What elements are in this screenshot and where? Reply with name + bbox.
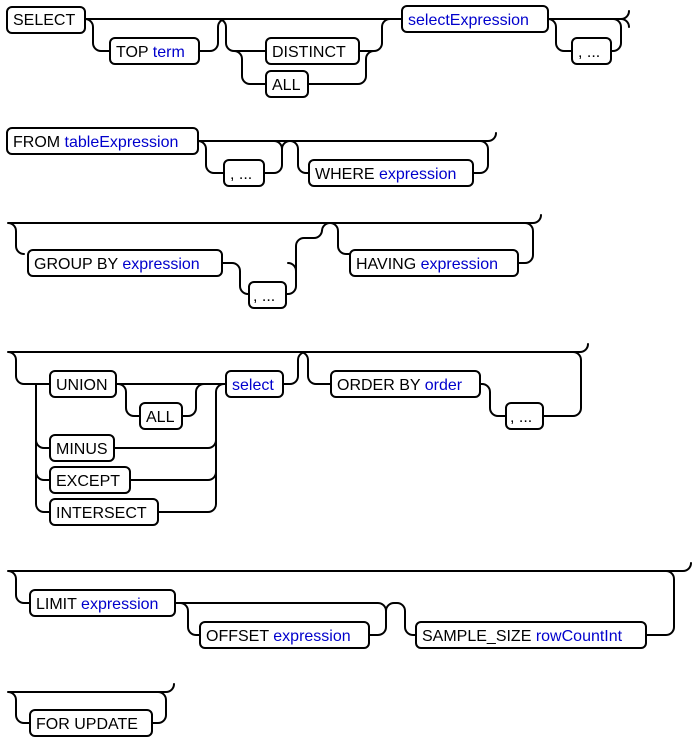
- where-expression-label: WHERE expression: [315, 166, 456, 183]
- from-table-expression-box: [6, 127, 199, 155]
- limit-expression-reference: expression: [81, 596, 158, 613]
- from-table-expression-label: FROM tableExpression: [13, 134, 178, 151]
- offset-expression-reference: expression: [273, 628, 350, 645]
- all-box: [265, 70, 309, 98]
- from-row-tracks: [197, 132, 497, 174]
- union-all-keyword: ALL: [146, 409, 175, 426]
- select-reference-box: [225, 370, 284, 398]
- select-expression-box: [401, 5, 549, 33]
- intersect-keyword: INTERSECT: [56, 505, 147, 522]
- sample-size-box: [415, 621, 647, 649]
- limit-expression-label: LIMIT expression: [36, 596, 158, 613]
- group-comma-more: , ...: [253, 288, 275, 305]
- group-by-clause-row: GROUP BY expression , ... HAVING express…: [7, 214, 542, 309]
- group-expression-reference: expression: [122, 256, 199, 273]
- group-comma-more-box: [248, 281, 287, 309]
- top-term-label: TOP term: [116, 44, 185, 61]
- having-expression-box: [349, 249, 519, 277]
- union-keyword: UNION: [56, 377, 108, 394]
- sample-size-label: SAMPLE_SIZE rowCountInt: [422, 628, 623, 645]
- having-keyword: HAVING: [356, 256, 421, 273]
- order-by-box: [330, 370, 481, 398]
- group-by-keyword: GROUP BY: [34, 256, 122, 273]
- table-expression-reference: tableExpression: [65, 134, 179, 151]
- for-update-keyword: FOR UPDATE: [36, 716, 138, 733]
- from-clause-row: FROM tableExpression , ... WHERE express…: [6, 127, 497, 187]
- offset-expression-label: OFFSET expression: [206, 628, 351, 645]
- select-comma-more: , ...: [578, 44, 600, 61]
- distinct-keyword: DISTINCT: [272, 44, 346, 61]
- limit-keyword: LIMIT: [36, 596, 81, 613]
- offset-expression-box: [199, 621, 370, 649]
- select-keyword-box: [6, 6, 86, 34]
- select-clause-row: SELECT TOP term DISTINCT ALL selectExpre…: [6, 5, 630, 98]
- limit-expression-box: [29, 589, 176, 617]
- union-row-tracks: [7, 343, 589, 513]
- limit-clause-row: LIMIT expression OFFSET expression SAMPL…: [7, 562, 692, 649]
- where-expression-box: [308, 159, 474, 187]
- order-comma-more-box: [505, 402, 544, 430]
- limit-row-tracks: [7, 562, 692, 636]
- having-expression-reference: expression: [421, 256, 498, 273]
- minus-box: [49, 434, 115, 462]
- order-by-keyword: ORDER BY: [337, 377, 425, 394]
- minus-keyword: MINUS: [56, 441, 108, 458]
- select-expression-reference: selectExpression: [408, 12, 529, 29]
- where-keyword: WHERE: [315, 166, 379, 183]
- offset-keyword: OFFSET: [206, 628, 273, 645]
- having-expression-label: HAVING expression: [356, 256, 498, 273]
- except-keyword: EXCEPT: [56, 473, 120, 490]
- except-box: [49, 466, 131, 494]
- select-reference: select: [232, 377, 274, 394]
- order-by-label: ORDER BY order: [337, 377, 463, 394]
- sample-size-keyword: SAMPLE_SIZE: [422, 628, 536, 645]
- union-order-by-row: UNION ALL MINUS EXCEPT INTERSECT select …: [7, 343, 589, 526]
- order-comma-more: , ...: [510, 409, 532, 426]
- from-keyword: FROM: [13, 134, 65, 151]
- select-comma-more-box: [571, 37, 612, 65]
- group-by-expression-box: [27, 249, 223, 277]
- for-update-row: FOR UPDATE: [7, 683, 175, 737]
- term-reference: term: [153, 44, 185, 61]
- where-expression-reference: expression: [379, 166, 456, 183]
- intersect-box: [49, 498, 159, 526]
- for-update-row-tracks: [7, 683, 175, 724]
- from-comma-more: , ...: [230, 166, 252, 183]
- top-keyword: TOP: [116, 44, 153, 61]
- top-term-box: [109, 37, 200, 65]
- union-all-box: [139, 402, 183, 430]
- group-by-expression-label: GROUP BY expression: [34, 256, 200, 273]
- order-reference: order: [425, 377, 463, 394]
- all-keyword: ALL: [272, 77, 301, 94]
- distinct-box: [265, 37, 360, 65]
- from-comma-more-box: [223, 159, 265, 187]
- for-update-box: [29, 709, 153, 737]
- group-row-tracks: [7, 214, 542, 295]
- select-keyword: SELECT: [13, 12, 75, 29]
- row-count-int-reference: rowCountInt: [536, 628, 623, 645]
- select-row-tracks: [84, 10, 630, 85]
- union-box: [49, 370, 117, 398]
